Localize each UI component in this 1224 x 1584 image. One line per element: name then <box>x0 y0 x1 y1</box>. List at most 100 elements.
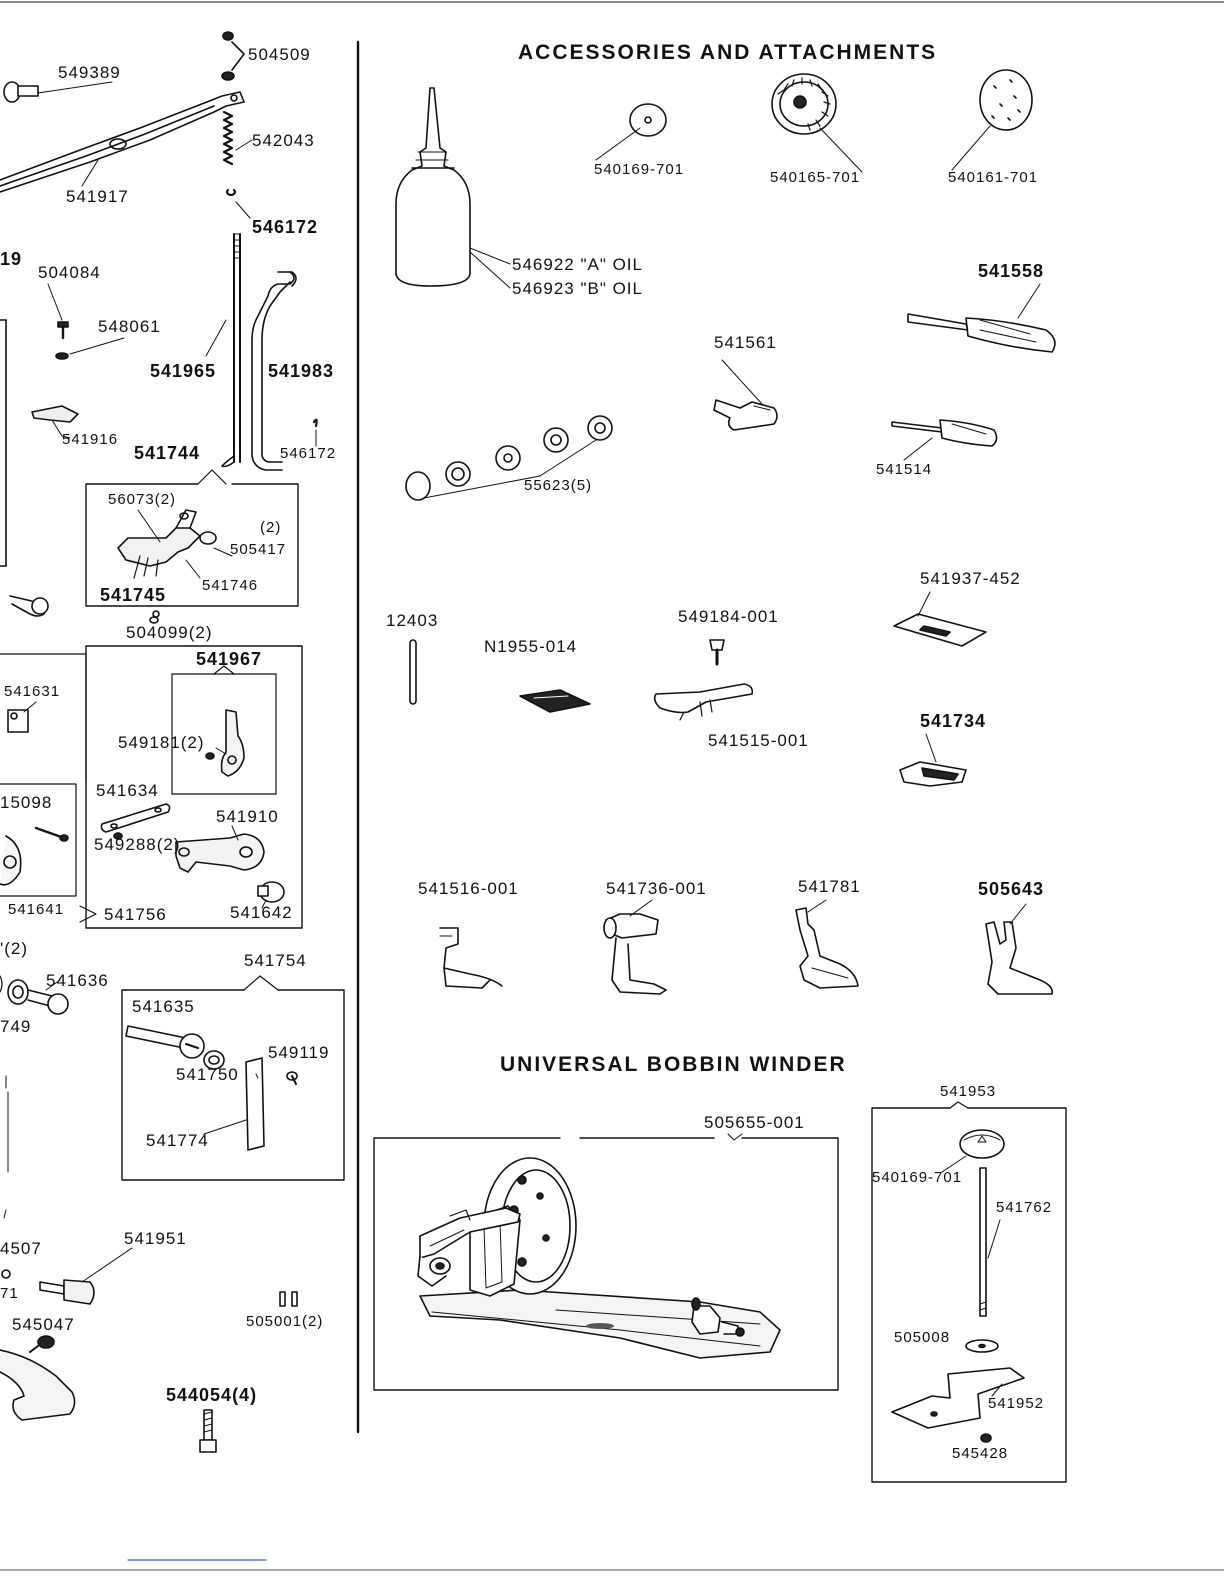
part-504084-screw <box>47 283 69 340</box>
part-549389-screw <box>3 81 113 103</box>
part-541561-key <box>713 359 778 431</box>
part-541983-bent-rod <box>251 271 297 471</box>
part-541762-spindle <box>979 1167 1001 1317</box>
box-541967-outer <box>85 645 303 929</box>
label-541516-001: 541516-001 <box>418 879 519 898</box>
part-545428-nut <box>980 1433 992 1443</box>
label-541642: 541642 <box>230 903 293 922</box>
label-541937-452: 541937-452 <box>920 569 1021 588</box>
label-540169-701-bw: 540169-701 <box>872 1169 963 1186</box>
part-541916-bracket <box>31 405 79 439</box>
label-549389: 549389 <box>58 63 121 82</box>
label-541745: 541745 <box>100 585 167 605</box>
label-504099: 504099(2) <box>126 623 213 642</box>
part-curved-bracket <box>0 1349 76 1421</box>
label-504084: 504084 <box>38 263 101 282</box>
label-546922-a-oil: 546922 "A" OIL <box>512 255 643 274</box>
label-19: 19 <box>0 249 23 269</box>
part-541558-screwdriver <box>907 283 1056 353</box>
part-541910-arm <box>175 825 265 873</box>
label-541634: 541634 <box>96 781 159 800</box>
part-540165-701-spool-holder <box>771 73 863 173</box>
label-546923-b-oil: 546923 "B" OIL <box>512 279 643 298</box>
label-505643: 505643 <box>978 879 1045 899</box>
label-504509: 504509 <box>248 45 311 64</box>
label-541514: 541514 <box>876 461 933 478</box>
part-545047-nut <box>29 1335 55 1353</box>
part-541515-001-foot <box>653 683 754 721</box>
label-541744: 541744 <box>134 443 201 463</box>
part-N1955-014-needle-pack <box>519 689 591 713</box>
part-541734-feed-dog <box>899 733 967 787</box>
part-541937-452-throat-plate <box>893 591 987 647</box>
part-55623-bobbins <box>405 415 613 501</box>
label-541916: 541916 <box>62 431 119 448</box>
label-541734: 541734 <box>920 711 987 731</box>
label-505655-001: 505655-001 <box>704 1113 805 1132</box>
bracket-541756 <box>79 905 97 923</box>
part-544054-bolt <box>199 1409 217 1453</box>
label-540169-701: 540169-701 <box>594 161 685 178</box>
label-541951: 541951 <box>124 1229 187 1248</box>
part-541642-knob <box>257 881 285 909</box>
oil-bottle-illustration <box>395 87 511 289</box>
left-edge-marks <box>1 1075 11 1279</box>
label-541774: 541774 <box>146 1131 209 1150</box>
part-541965-rod <box>205 233 241 468</box>
label-749: 749 <box>0 1017 32 1036</box>
label-540165-701: 540165-701 <box>770 169 861 186</box>
part-542043-spring <box>222 110 253 166</box>
label-541965: 541965 <box>150 361 217 381</box>
label-541762: 541762 <box>996 1199 1053 1216</box>
label-541736-001: 541736-001 <box>606 879 707 898</box>
label-541754: 541754 <box>244 951 307 970</box>
label-549119: 549119 <box>268 1043 330 1062</box>
label-71: 71 <box>0 1285 19 1302</box>
label-541641: 541641 <box>8 901 65 918</box>
label-4507: 4507 <box>0 1239 42 1258</box>
label-541635: 541635 <box>132 997 195 1016</box>
label-541750: 541750 <box>176 1065 239 1084</box>
label-548061: 548061 <box>98 317 161 336</box>
label-541952: 541952 <box>988 1395 1045 1412</box>
label-541636: 541636 <box>46 971 109 990</box>
label-546172-small: 546172 <box>280 445 337 462</box>
part-504509-nuts <box>221 31 245 81</box>
label-541781: 541781 <box>798 877 861 896</box>
heading-universal-bobbin-winder: UNIVERSAL BOBBIN WINDER <box>500 1053 847 1076</box>
part-541736-001-foot <box>603 899 667 995</box>
label-541746: 541746 <box>202 577 259 594</box>
part-505001-pins <box>279 1291 298 1307</box>
label-541631: 541631 <box>4 683 61 700</box>
part-541634-plate <box>100 803 171 840</box>
bobbin-winder-illustration <box>417 1157 781 1359</box>
box-541631 <box>0 653 87 897</box>
label-549181: 549181(2) <box>118 733 205 752</box>
box-541953 <box>871 1101 1067 1483</box>
part-546172-clip <box>225 188 251 219</box>
part-505008-washer <box>965 1339 999 1353</box>
part-540161-701-felt <box>951 69 1033 171</box>
heading-accessories-and-attachments: ACCESSORIES AND ATTACHMENTS <box>518 41 938 64</box>
part-548061-washer <box>55 337 125 360</box>
label-56073: 56073(2) <box>108 491 177 508</box>
part-541917-lever <box>0 91 245 193</box>
label-541756: 541756 <box>104 905 167 924</box>
label-541953: 541953 <box>940 1083 997 1100</box>
label-542043: 542043 <box>252 131 315 150</box>
part-541514-screwdriver <box>891 419 998 461</box>
part-540169-701-cap <box>595 103 667 161</box>
box-541754 <box>121 975 345 1181</box>
label-549184-001: 549184-001 <box>678 607 779 626</box>
part-541636-shaft <box>0 975 69 1015</box>
label-549288: 549288(2) <box>94 835 181 854</box>
part-541952-bracket <box>891 1367 1025 1429</box>
box-541744 <box>85 469 299 624</box>
label-541515-001: 541515-001 <box>708 731 809 750</box>
label-505001: 505001(2) <box>246 1313 324 1330</box>
part-546172-pin <box>312 418 318 447</box>
part-540169-701-cap-bw <box>941 1129 1005 1173</box>
label-541558: 541558 <box>978 261 1045 281</box>
part-541781-foot <box>795 899 859 989</box>
